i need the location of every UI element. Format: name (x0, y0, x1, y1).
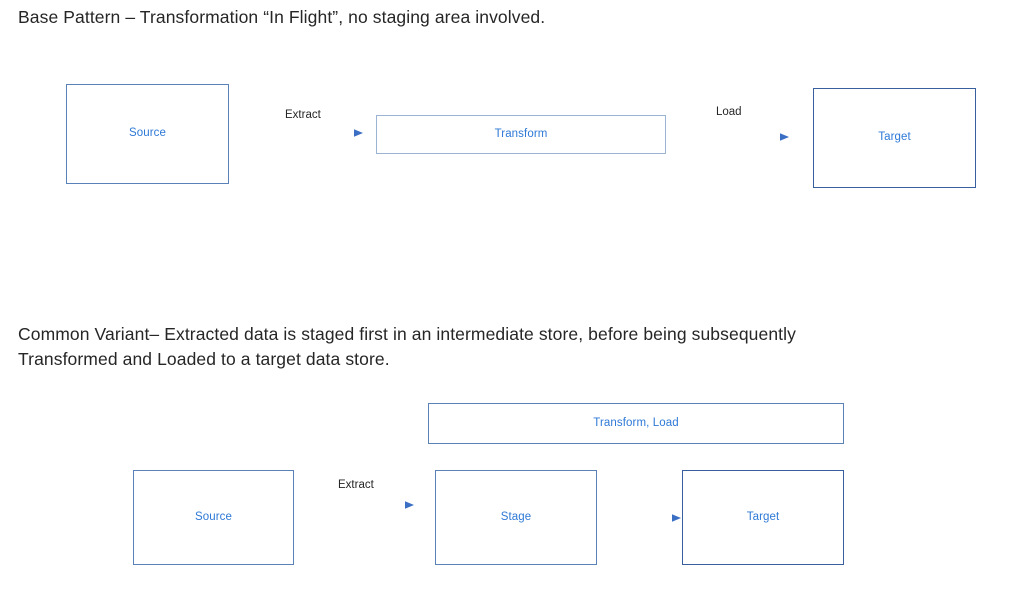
arrow-load-base-label: Load (716, 106, 742, 118)
node-source-base-label: Source (128, 127, 167, 140)
arrow-extract-variant (309, 499, 415, 511)
node-target-variant[interactable]: Target (682, 470, 844, 565)
arrow-load-base (686, 131, 790, 143)
arrow-extract-variant-label: Extract (338, 479, 374, 491)
arrow-extract-base-label: Extract (285, 109, 321, 121)
caption-base-pattern: Base Pattern – Transformation “In Flight… (18, 7, 546, 27)
node-target-base[interactable]: Target (813, 88, 976, 188)
node-stage-variant-label: Stage (500, 510, 532, 523)
node-source-base[interactable]: Source (66, 84, 229, 184)
arrow-extract-base (253, 127, 365, 139)
node-source-variant-label: Source (194, 510, 233, 523)
node-transform-base-label: Transform (494, 127, 548, 140)
node-stage-variant[interactable]: Stage (435, 470, 597, 565)
arrow-stage-to-target (597, 512, 681, 524)
node-transform-base[interactable]: Transform (376, 115, 666, 154)
node-source-variant[interactable]: Source (133, 470, 294, 565)
node-target-base-label: Target (878, 131, 911, 144)
node-transform-load-variant-label: Transform, Load (593, 416, 679, 429)
caption-common-variant: Common Variant– Extracted data is staged… (18, 324, 801, 369)
node-target-variant-label: Target (746, 510, 780, 523)
node-transform-load-variant[interactable]: Transform, Load (428, 403, 844, 444)
